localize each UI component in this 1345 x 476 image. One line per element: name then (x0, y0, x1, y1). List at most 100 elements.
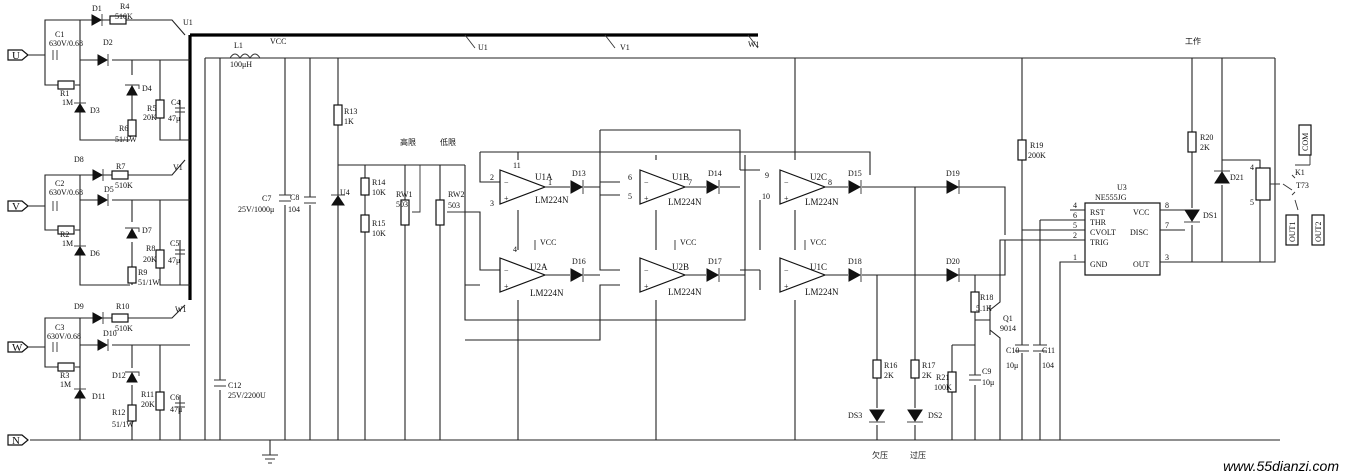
pin-out: OUT (1133, 260, 1150, 269)
r16-value: 2K (884, 371, 894, 380)
r20-resistor (1187, 131, 1197, 153)
rw1-label: RW1 (396, 190, 412, 199)
vcc-label-3: VCC (810, 238, 826, 247)
terminal-w: W (7, 341, 29, 354)
d20-label: D20 (946, 257, 960, 266)
u1c-plus: + (784, 282, 789, 291)
pin-num-8: 8 (1165, 201, 1169, 210)
r10-resistor (111, 313, 129, 323)
pin-num-2: 2 (1073, 231, 1077, 240)
ne555-chip (1084, 202, 1161, 276)
pin-5b: 5 (628, 192, 632, 201)
ds2-label: DS2 (928, 411, 942, 420)
terminal-u-label: U (12, 50, 20, 62)
r1-label: R1 (60, 89, 69, 98)
net-w1-label: W1 (748, 40, 760, 49)
r4-label: R4 (120, 2, 129, 11)
pin-3a: 3 (490, 199, 494, 208)
d18-label: D18 (848, 257, 862, 266)
c1-value: 630V/0.68 (49, 39, 83, 48)
r7-resistor (111, 170, 129, 180)
u1b-label: U1B (672, 172, 689, 182)
r17-resistor (910, 359, 920, 379)
status-leds: R16 2K DS3 欠压 R17 2K DS2 过压 (848, 187, 942, 460)
r4-value: 510K (115, 12, 133, 21)
c3-value: 630V/0.68 (47, 332, 81, 341)
ds1-label: DS1 (1203, 211, 1217, 220)
r6-label: R6 (119, 124, 128, 133)
r21-value: 100K (934, 383, 952, 392)
pin-11a: 11 (513, 161, 521, 170)
r17-label: R17 (922, 361, 935, 370)
pin-8c: 8 (828, 178, 832, 187)
u1b-part: LM224N (668, 197, 702, 207)
pin-num-3: 3 (1165, 253, 1169, 262)
r1-value: 1M (62, 98, 73, 107)
r1-resistor (57, 80, 75, 90)
r19-value: 200K (1028, 151, 1046, 160)
pin-thr: THR (1090, 218, 1107, 227)
c9-label: C9 (982, 367, 991, 376)
rw2-label: RW2 (448, 190, 464, 199)
d11-label: D11 (92, 392, 105, 401)
c8-label: C8 (290, 193, 299, 202)
l1-value: 100μH (230, 60, 252, 69)
u4-label: U4 (340, 188, 350, 197)
r15-label: R15 (372, 219, 385, 228)
c8-value: 104 (288, 205, 300, 214)
phase-w-section: C3 630V/0.68 R3 1M D9 R10 510K W1 D10 D1… (28, 302, 190, 440)
pin-num-5: 5 (1073, 221, 1077, 230)
u2c-plus: + (784, 194, 789, 203)
c12-label: C12 (228, 381, 241, 390)
power-bus (30, 33, 1280, 464)
c6-value: 47μ (170, 405, 182, 414)
c9-value: 10μ (982, 378, 994, 387)
relay-out2-label: OUT2 (1314, 222, 1323, 242)
terminal-v-label: V (12, 201, 20, 213)
d7-label: D7 (142, 226, 152, 235)
pin-4a: 4 (513, 245, 517, 254)
u1c-part: LM224N (805, 287, 839, 297)
reference-section: R13 1K U4 R14 10K R15 10K RW1 503 高限 RW2… (331, 58, 465, 440)
r12-value: 51/1W (112, 420, 134, 429)
u1a-minus: − (504, 178, 509, 187)
r19-resistor (1017, 139, 1027, 161)
c12-value: 25V/2200U (228, 391, 266, 400)
ds3-label: DS3 (848, 411, 862, 420)
r16-label: R16 (884, 361, 897, 370)
r15-value: 10K (372, 229, 386, 238)
power-filter: L1 100μH VCC C12 25V/2200U C7 25V/1000μ … (214, 37, 316, 440)
r2-label: R2 (60, 230, 69, 239)
r9-resistor (127, 266, 137, 284)
net-u1-label: U1 (478, 43, 488, 52)
r18-label: R18 (980, 293, 993, 302)
r20-label: R20 (1200, 133, 1213, 142)
rw2-value: 503 (448, 201, 460, 210)
relay-coil (1255, 167, 1271, 201)
c7-value: 25V/1000μ (238, 205, 274, 214)
r5-label: R5 (147, 104, 156, 113)
r8-label: R8 (146, 244, 155, 253)
r11-label: R11 (141, 390, 154, 399)
d1-label: D1 (92, 4, 102, 13)
pin-cvolt: CVOLT (1090, 228, 1116, 237)
u2a-plus: + (504, 282, 509, 291)
r8-value: 20K (143, 255, 157, 264)
c4-label: C4 (171, 98, 180, 107)
u2b-label: U2B (672, 262, 689, 272)
c2-label: C2 (55, 179, 64, 188)
r10-value: 510K (115, 324, 133, 333)
r7-value: 510K (115, 181, 133, 190)
u1a-plus: + (504, 194, 509, 203)
r13-resistor (333, 104, 343, 126)
q1-label: Q1 (1003, 314, 1013, 323)
u1c-minus: − (784, 266, 789, 275)
d8-label: D8 (74, 155, 84, 164)
r5-resistor (155, 99, 165, 119)
r4-resistor (109, 15, 127, 25)
u1c-label: U1C (810, 262, 827, 272)
timer-section: R21 100K R18 5.1K Q1 9014 C9 10μ R19 200… (934, 58, 1276, 440)
c7-label: C7 (262, 194, 271, 203)
r3-resistor (57, 362, 75, 372)
